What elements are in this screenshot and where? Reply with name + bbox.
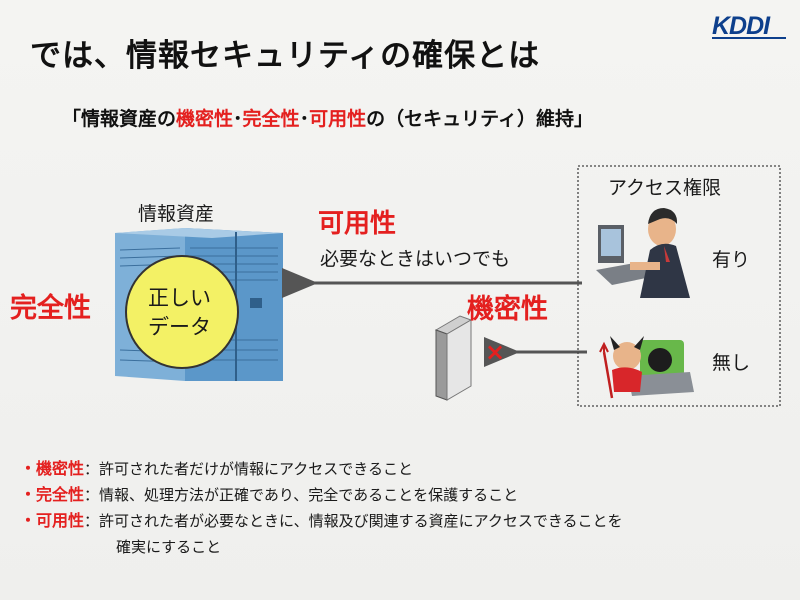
subtitle-separator: ･ bbox=[233, 108, 243, 130]
wall-barrier-icon bbox=[434, 315, 473, 401]
definition-text-continued: 確実にすること bbox=[116, 538, 222, 556]
access-rights-box bbox=[577, 165, 781, 407]
cross-mark: × bbox=[485, 338, 506, 366]
bullet-mark: ・ bbox=[20, 459, 37, 478]
access-no-label: 無し bbox=[712, 352, 751, 374]
definition-text: 許可された者だけが情報にアクセスできること bbox=[99, 460, 413, 478]
access-rights-label: アクセス権限 bbox=[608, 177, 722, 199]
correct-data-label: 正しい データ bbox=[148, 284, 211, 342]
bullet-mark: ・ bbox=[20, 511, 37, 530]
definition-availability: ・可用性：許可された者が必要なときに、情報及び関連する資産にアクセスできることを bbox=[20, 508, 623, 534]
correct-data-circle bbox=[125, 255, 239, 369]
integrity-label: 完全性 bbox=[10, 293, 91, 324]
definition-integrity: ・完全性：情報、処理方法が正確であり、完全であることを保護すること bbox=[20, 482, 623, 508]
definition-term: 機密性 bbox=[36, 459, 85, 478]
definition-colon: ： bbox=[84, 460, 100, 478]
subtitle-open: 「情報資産の bbox=[62, 108, 177, 130]
definition-text: 許可された者が必要なときに、情報及び関連する資産にアクセスできることを bbox=[99, 512, 623, 530]
definition-colon: ： bbox=[84, 512, 100, 530]
subtitle-separator: ･ bbox=[299, 108, 310, 130]
correct-data-line1: 正しい bbox=[148, 286, 211, 310]
anytime-label: 必要なときはいつでも bbox=[320, 248, 511, 270]
definition-list: ・機密性：許可された者だけが情報にアクセスできること ・完全性：情報、処理方法が… bbox=[20, 456, 623, 560]
information-asset-label: 情報資産 bbox=[138, 203, 215, 225]
unauthorized-user-icon bbox=[599, 336, 694, 399]
subtitle-term-availability: 可用性 bbox=[309, 108, 367, 130]
definition-text: 情報、処理方法が正確であり、完全であることを保護すること bbox=[99, 486, 519, 504]
correct-data-line2: データ bbox=[148, 315, 211, 339]
bullet-mark: ・ bbox=[20, 485, 37, 504]
definition-colon: ： bbox=[84, 486, 100, 504]
slide-title: では、情報セキュリティの確保とは bbox=[30, 38, 541, 74]
definition-term: 可用性 bbox=[36, 511, 85, 530]
access-yes-label: 有り bbox=[712, 249, 751, 271]
svg-text:KDDI: KDDI bbox=[712, 12, 771, 40]
definition-confidentiality: ・機密性：許可された者だけが情報にアクセスできること bbox=[20, 456, 623, 482]
authorized-user-icon bbox=[596, 208, 690, 298]
availability-label: 可用性 bbox=[318, 209, 397, 239]
subtitle-term-integrity: 完全性 bbox=[242, 108, 300, 130]
definition-term: 完全性 bbox=[36, 485, 85, 504]
slide-subtitle: 「情報資産の機密性･完全性･可用性の（セキュリティ）維持」 bbox=[62, 104, 593, 131]
subtitle-close: の（セキュリティ）維持」 bbox=[366, 108, 593, 130]
kddi-logo: KDDI bbox=[712, 12, 786, 40]
definition-availability-continued: 確実にすること bbox=[20, 534, 623, 560]
subtitle-term-confidentiality: 機密性 bbox=[176, 108, 234, 130]
confidentiality-label: 機密性 bbox=[467, 294, 548, 325]
